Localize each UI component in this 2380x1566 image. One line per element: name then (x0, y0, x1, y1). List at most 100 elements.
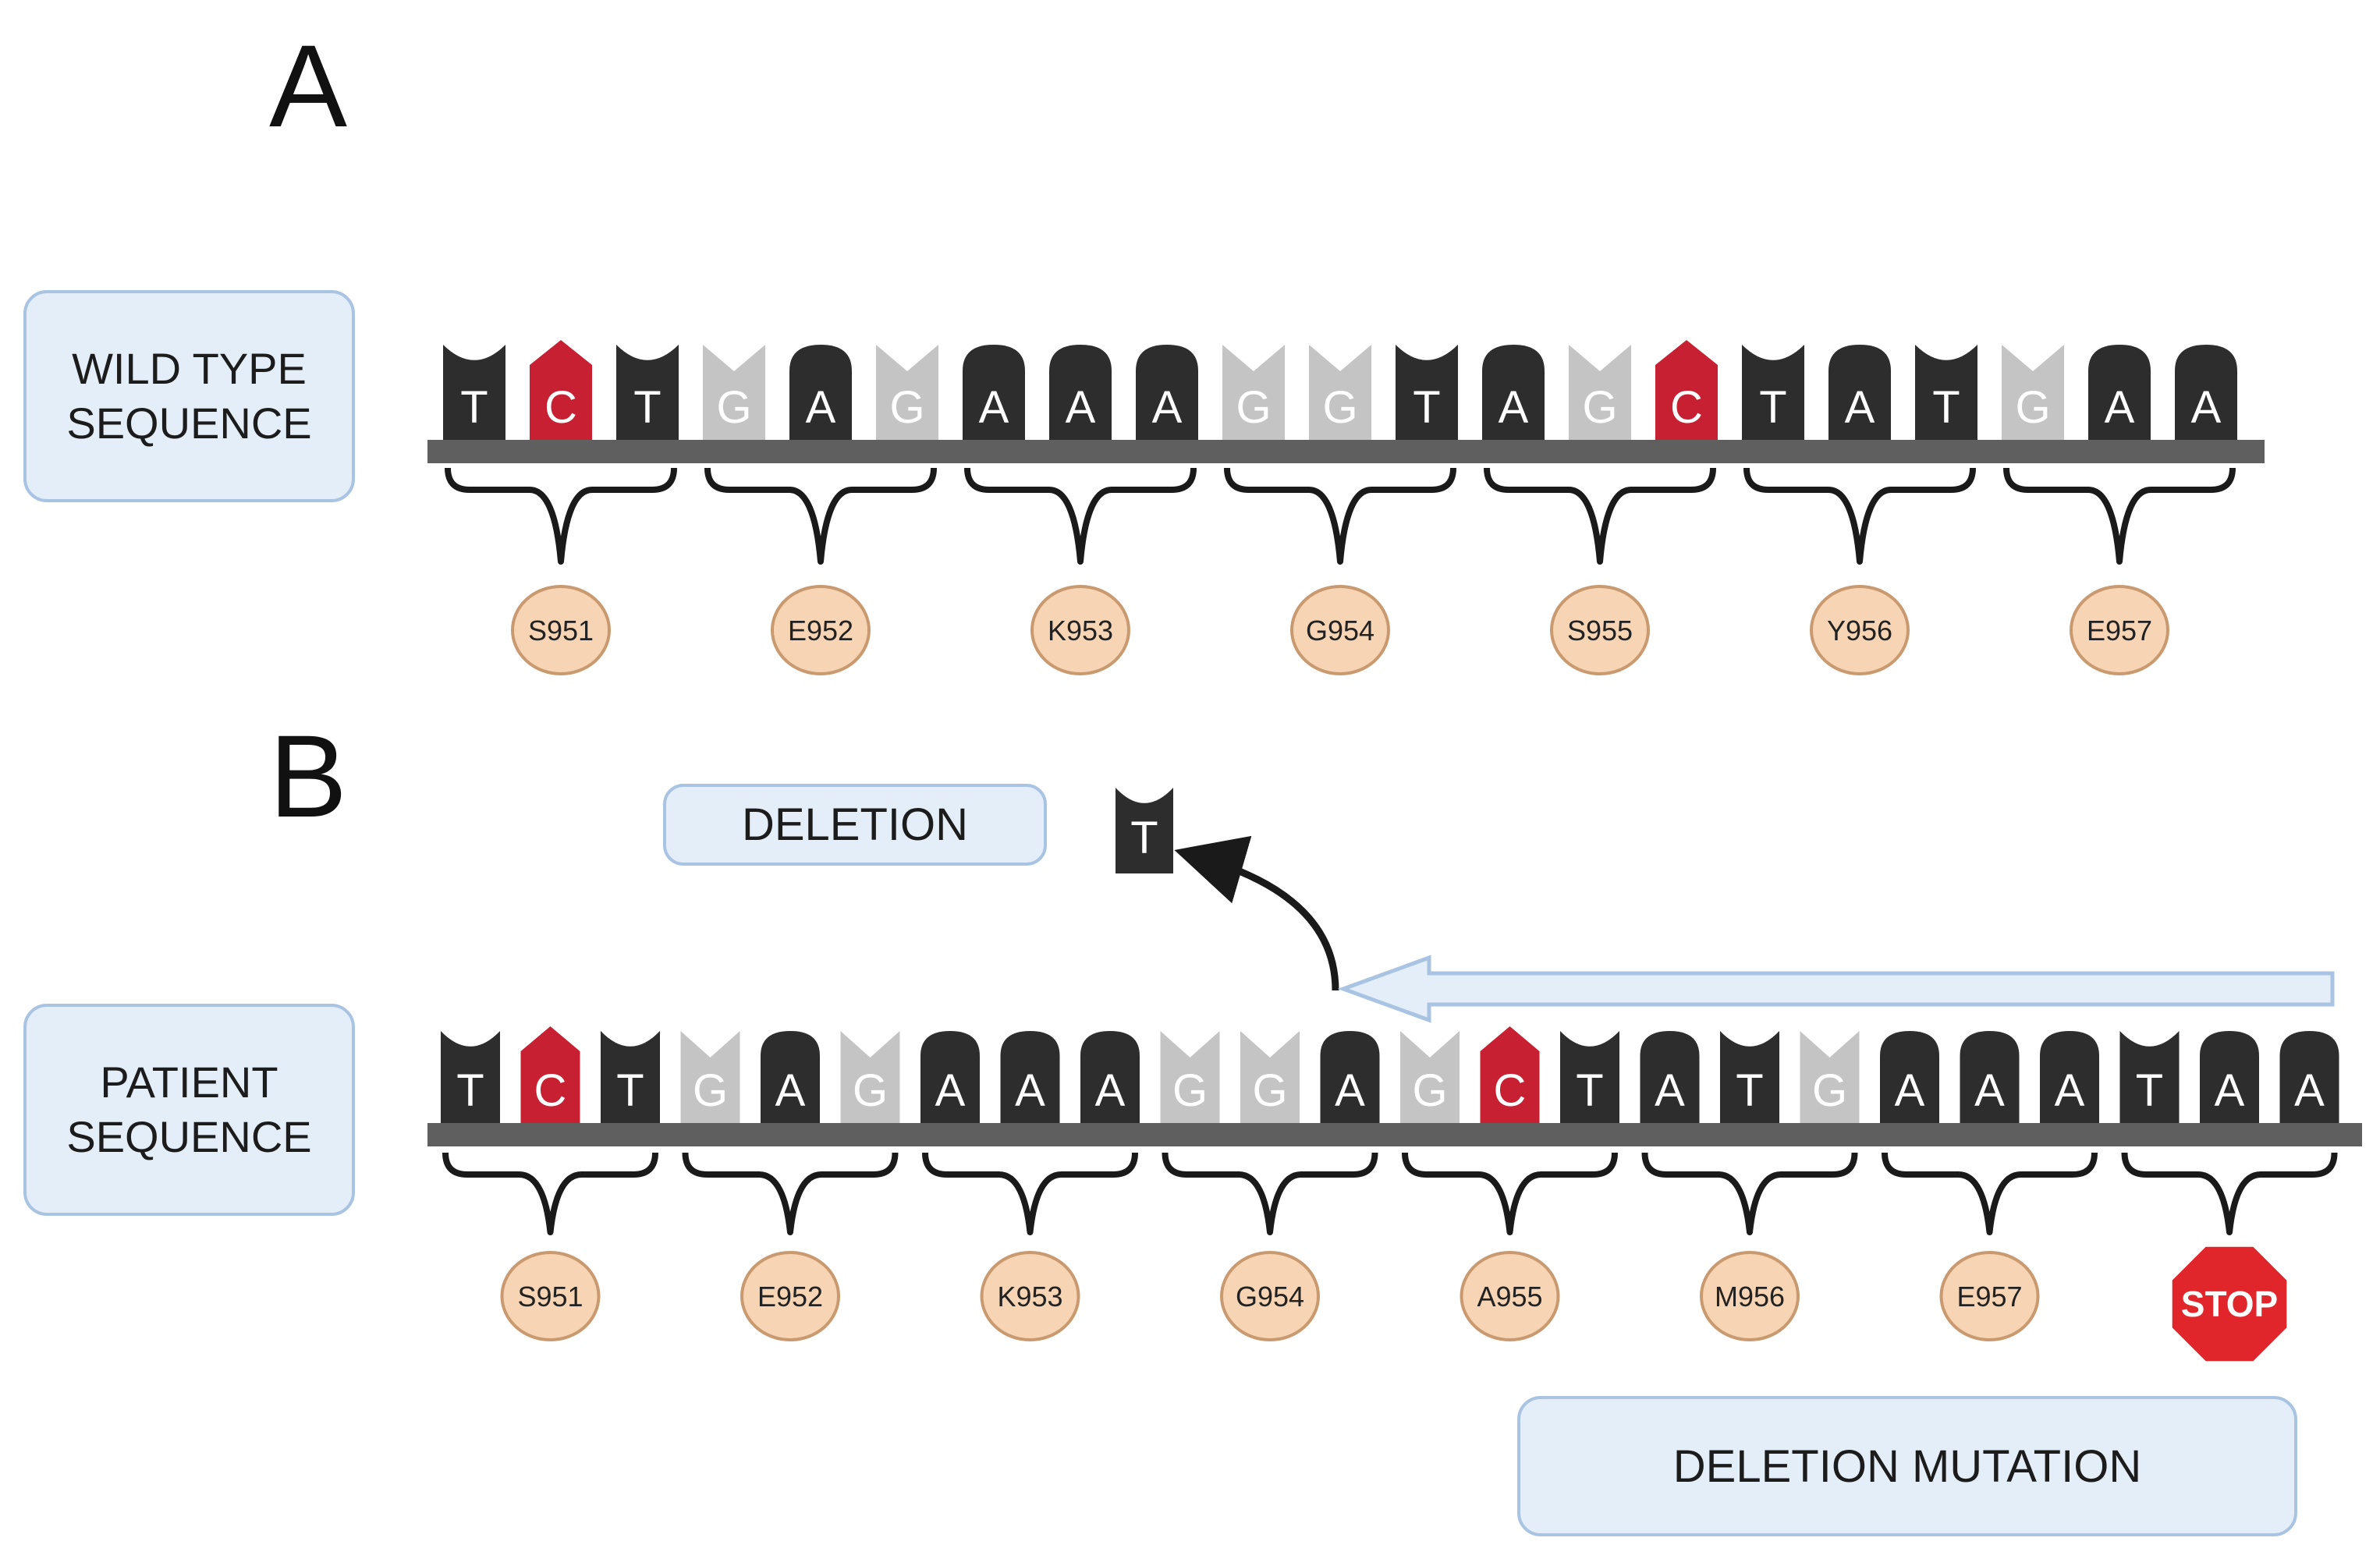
wild-type-nucleotide-letter-3: T (633, 382, 661, 433)
patient-backbone (427, 1123, 2362, 1146)
curved-arrow-icon (1174, 835, 1339, 991)
deletion-illustration: T (1116, 788, 2335, 1023)
wild-type-nucleotide-letter-21: A (2191, 382, 2222, 433)
patient-nucleotide-letter-4: G (693, 1065, 728, 1116)
patient-nucleotide-letter-14: C (1494, 1065, 1527, 1116)
panel-a-letter: A (269, 20, 348, 151)
patient-nucleotide-letter-9: A (1095, 1065, 1126, 1116)
stop-sign-icon: STOP (2168, 1242, 2291, 1366)
wild-type-nucleotide-letter-11: G (1322, 382, 1357, 433)
wild-type-nucleotide-letter-14: G (1582, 382, 1617, 433)
patient-amino-acid-1: S951 (500, 1251, 601, 1341)
wild-type-nucleotide-18: T (1915, 345, 1977, 440)
wild-type-nucleotide-letter-17: A (1845, 382, 1875, 433)
patient-codon-brace-6 (1641, 1152, 1858, 1235)
patient-nucleotide-20: A (1960, 1031, 2020, 1123)
patient-amino-acid-label-5: A955 (1477, 1281, 1542, 1313)
wild-type-nucleotide-letter-6: G (889, 382, 924, 433)
patient-nucleotide-14: C (1480, 1026, 1540, 1123)
wild-type-codon-brace-6 (1743, 467, 1976, 565)
patient-nucleotide-19: A (1880, 1031, 1939, 1123)
wild-type-nucleotide-letter-20: A (2105, 382, 2135, 433)
patient-nucleotide-5: A (761, 1031, 820, 1123)
patient-nucleotide-16: A (1640, 1031, 1700, 1123)
wild-type-nucleotide-10: G (1222, 345, 1285, 440)
patient-nucleotide-1: T (441, 1031, 500, 1123)
wild-type-nucleotide-16: T (1742, 345, 1804, 440)
patient-nucleotide-letter-10: G (1172, 1065, 1208, 1116)
wild-type-nucleotide-letter-5: A (806, 382, 836, 433)
wild-type-amino-acid-label-2: E952 (788, 615, 853, 647)
patient-nucleotide-9: A (1080, 1031, 1140, 1123)
deletion-label: DELETION (663, 784, 1047, 866)
patient-nucleotide-17: T (1720, 1031, 1779, 1123)
deletion-mutation-label: DELETION MUTATION (1517, 1396, 2297, 1536)
patient-amino-acid-4: G954 (1220, 1251, 1320, 1341)
wild-type-nucleotide-17: A (1828, 345, 1891, 440)
patient-nucleotide-letter-12: A (1335, 1065, 1365, 1116)
patient-nucleotide-letter-15: T (1576, 1065, 1603, 1116)
patient-nucleotide-15: T (1560, 1031, 1619, 1123)
patient-nucleotide-3: T (601, 1031, 660, 1123)
patient-nucleotide-letter-7: A (935, 1065, 966, 1116)
patient-amino-acid-2: E952 (740, 1251, 840, 1341)
wild-type-nucleotide-letter-10: G (1236, 382, 1271, 433)
wild-type-nucleotide-letter-1: T (460, 382, 488, 433)
wild-type-codon-brace-3 (964, 467, 1197, 565)
wild-type-nucleotide-4: G (703, 345, 765, 440)
wild-type-nucleotide-7: A (963, 345, 1025, 440)
wild-type-amino-acid-3: K953 (1030, 585, 1130, 675)
patient-amino-acid-3: K953 (980, 1251, 1080, 1341)
wild-type-nucleotide-letter-18: T (1932, 382, 1960, 433)
wild-type-nucleotide-1: T (443, 345, 505, 440)
patient-nucleotide-letter-3: T (616, 1065, 644, 1116)
wild-type-amino-acid-label-1: S951 (528, 615, 594, 647)
patient-nucleotide-18: G (1800, 1031, 1860, 1123)
wild-type-amino-acid-5: S955 (1550, 585, 1650, 675)
wild-type-amino-acid-label-7: E957 (2087, 615, 2152, 647)
patient-nucleotide-8: A (1000, 1031, 1060, 1123)
wild-type-amino-acid-label-4: G954 (1306, 615, 1374, 647)
patient-label-line-2: SEQUENCE (66, 1112, 312, 1161)
wild-type-nucleotide-letter-16: T (1759, 382, 1786, 433)
patient-codon-brace-2 (682, 1152, 899, 1235)
patient-nucleotide-letter-24: A (2294, 1065, 2325, 1116)
wild-type-backbone (427, 440, 2265, 463)
wild-type-label-line-2: SEQUENCE (66, 399, 312, 448)
wild-type-nucleotide-5: A (789, 345, 852, 440)
frameshift-arrow-icon (1337, 955, 2335, 1023)
wild-type-codon-brace-4 (1224, 467, 1456, 565)
wild-type-nucleotide-14: G (1569, 345, 1631, 440)
patient-amino-acid-label-4: G954 (1236, 1281, 1304, 1313)
patient-nucleotide-12: A (1320, 1031, 1380, 1123)
wild-type-amino-acid-2: E952 (771, 585, 871, 675)
wild-type-nucleotide-letter-13: A (1499, 382, 1529, 433)
patient-nucleotide-letter-2: C (534, 1065, 567, 1116)
deletion-label-text: DELETION (741, 799, 969, 850)
patient-codon-brace-3 (922, 1152, 1138, 1235)
patient-nucleotide-letter-17: T (1736, 1065, 1763, 1116)
patient-amino-acid-label-1: S951 (517, 1281, 583, 1313)
patient-sequence-label: PATIENT SEQUENCE (23, 1004, 355, 1216)
wild-type-amino-acid-label-5: S955 (1567, 615, 1633, 647)
wild-type-nucleotide-11: G (1309, 345, 1371, 440)
patient-amino-acid-label-3: K953 (997, 1281, 1062, 1313)
wild-type-nucleotide-letter-9: A (1152, 382, 1183, 433)
patient-nucleotide-23: A (2200, 1031, 2259, 1123)
wild-type-nucleotide-3: T (616, 345, 679, 440)
patient-nucleotide-11: G (1240, 1031, 1300, 1123)
patient-amino-acid-7: E957 (1939, 1251, 2040, 1341)
patient-nucleotide-letter-18: G (1812, 1065, 1847, 1116)
wild-type-nucleotide-letter-4: G (716, 382, 751, 433)
wild-type-nucleotide-9: A (1136, 345, 1198, 440)
wild-type-nucleotide-15: C (1655, 340, 1718, 440)
deleted-nucleotide-letter: T (1130, 813, 1158, 863)
patient-nucleotide-letter-1: T (456, 1065, 484, 1116)
patient-nucleotide-letter-19: A (1895, 1065, 1925, 1116)
wild-type-nucleotide-2: C (530, 340, 592, 440)
wild-type-amino-acid-6: Y956 (1810, 585, 1910, 675)
wild-type-nucleotide-20: A (2088, 345, 2151, 440)
deleted-nucleotide: T (1116, 788, 1173, 873)
patient-nucleotide-2: C (520, 1026, 580, 1123)
